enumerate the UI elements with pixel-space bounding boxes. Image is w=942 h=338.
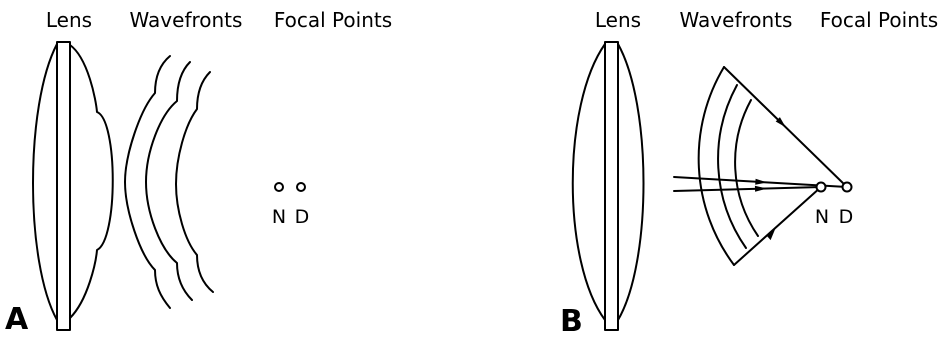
panel-b-distant-focal-point — [841, 181, 853, 193]
panel-b-focal-points: N D — [815, 181, 854, 228]
panel-b-wavefront-1 — [697, 66, 735, 266]
panel-b-lens-header: Lens — [595, 8, 641, 32]
panel-b-near-axial-ray — [673, 186, 822, 192]
panel-a-lens-left-surface — [32, 43, 58, 321]
panel-a-wavefront-3 — [175, 71, 214, 293]
panel-b: Lens Wavefronts Focal Points — [560, 8, 938, 338]
panel-a-lens-header: Lens — [46, 8, 92, 32]
panel-a-wavefront-2 — [145, 61, 193, 301]
panel-a-focal-points: N D — [272, 182, 310, 228]
panel-b-near-focal-point — [815, 181, 827, 193]
panel-b-lens-right-surface — [617, 43, 645, 321]
panel-b-arrowheads — [754, 117, 786, 241]
panel-a-distant-focal-point — [296, 182, 306, 192]
panel-b-wavefronts — [697, 66, 759, 266]
panel-a-wavefronts — [124, 55, 214, 309]
panel-a-label: A — [5, 302, 29, 333]
panel-a-near-label: N — [272, 206, 286, 228]
panel-a: Lens Wavefronts Focal Points N D A — [5, 8, 392, 337]
panel-b-wavefront-3 — [734, 99, 759, 237]
panel-a-lens — [32, 41, 114, 331]
panel-b-upper-ray-arrowhead — [775, 117, 786, 128]
panel-a-lens-right-surface-bifocal — [69, 44, 114, 319]
panel-b-distant-label: D — [839, 206, 854, 228]
panel-b-wavefronts-header: Wavefronts — [680, 8, 793, 32]
panel-b-focal-points-header: Focal Points — [820, 8, 938, 32]
panel-a-wavefronts-header: Wavefronts — [130, 8, 243, 32]
panel-b-lower-ray-arrowhead — [766, 228, 776, 241]
panel-a-distant-label: D — [295, 206, 310, 228]
panel-b-lower-ray — [733, 186, 822, 266]
panel-a-wavefront-1 — [124, 55, 171, 309]
panel-b-distant-ray-arrowhead — [755, 178, 767, 185]
panel-b-rays — [673, 66, 848, 266]
panel-b-lens — [571, 41, 645, 331]
panel-b-near-ray-arrowhead — [754, 185, 767, 192]
panel-a-lens-center-plate — [56, 41, 71, 331]
panel-b-wavefront-2 — [717, 84, 747, 249]
panel-b-label: B — [560, 304, 583, 333]
panel-b-near-label: N — [815, 206, 829, 228]
panel-a-focal-points-header: Focal Points — [274, 8, 392, 32]
panel-a-near-focal-point — [274, 182, 284, 192]
panel-b-lens-left-surface — [571, 43, 606, 321]
panel-b-lens-center-plate — [604, 41, 619, 331]
